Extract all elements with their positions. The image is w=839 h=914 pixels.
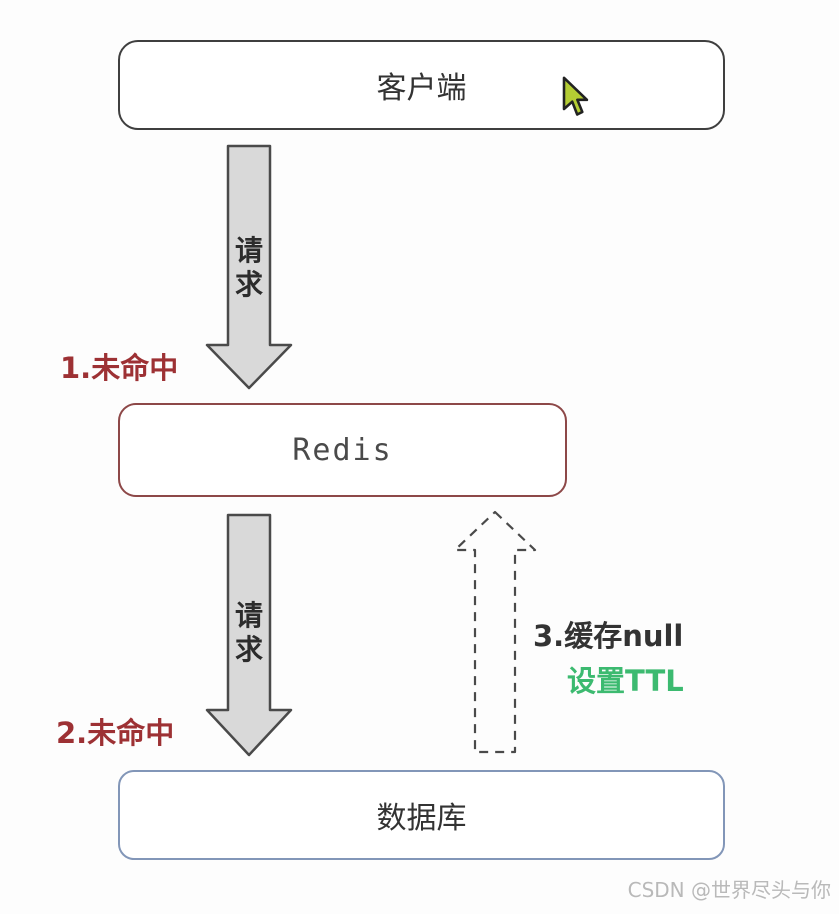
request-label-2: 请求 [234,599,263,666]
database-node-label: 数据库 [376,801,467,836]
request-label-1: 请求 [234,234,263,301]
client-node-label: 客户端 [376,71,467,106]
client-node: 客户端 [118,40,725,130]
mouse-cursor-icon [562,76,589,116]
redis-node: Redis [118,403,567,497]
miss-step-2-label: 2.未命中 [56,716,175,750]
request-arrow-down-1 [205,144,293,390]
database-node: 数据库 [118,770,725,860]
csdn-watermark: CSDN @世界尽头与你 [627,878,831,902]
set-ttl-label: 设置TTL [567,664,684,698]
cache-null-label: 3.缓存null [533,619,684,653]
miss-step-1-label: 1.未命中 [60,351,179,385]
redis-node-label: Redis [292,432,393,468]
request-arrow-down-2 [205,513,293,757]
dashed-return-arrow-up [453,510,537,754]
